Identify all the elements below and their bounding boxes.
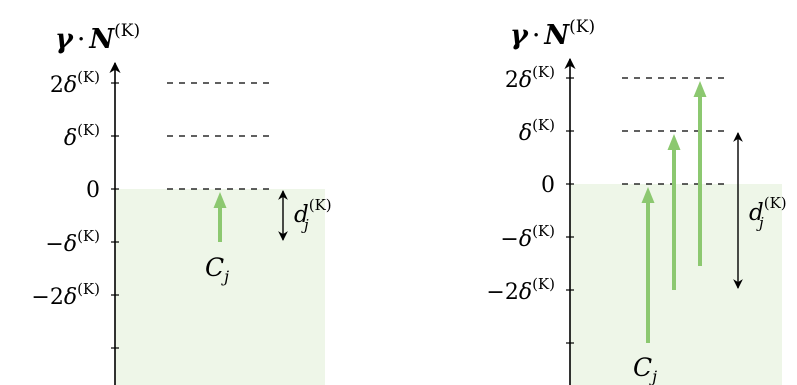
right-y-tick-labels: 2δ(K) δ(K) 0 −δ(K) −2δ(K) <box>486 63 555 305</box>
left-tick-label-0: 2δ(K) <box>50 68 100 98</box>
right-distance-label: d(K)j <box>749 194 787 232</box>
left-tick-label-3: −δ(K) <box>45 227 100 257</box>
right-green-arrow-2 <box>667 134 681 290</box>
right-axis-title: γ·N(K) <box>510 17 595 51</box>
left-distance-label: d(K)j <box>294 196 332 234</box>
right-green-arrow-3 <box>693 81 707 266</box>
right-tick-label-2: 0 <box>541 173 555 198</box>
left-green-arrow <box>213 192 227 242</box>
right-tick-label-0: 2δ(K) <box>505 63 555 93</box>
left-y-ticks <box>111 82 119 349</box>
left-panel: γ·N(K) 2δ(K) δ(K) 0 −δ(K) −2δ(K) <box>31 21 332 385</box>
right-tick-label-4: −2δ(K) <box>486 275 555 305</box>
left-tick-label-1: δ(K) <box>64 121 100 151</box>
right-arrow-label: Cj <box>633 353 657 385</box>
right-y-ticks <box>566 77 574 344</box>
left-tick-label-4: −2δ(K) <box>31 280 100 310</box>
right-green-arrow-1 <box>641 187 655 343</box>
left-axis-title: γ·N(K) <box>55 21 140 55</box>
right-panel: γ·N(K) 2δ(K) δ(K) 0 −δ(K) −2δ(K) <box>486 17 787 385</box>
left-arrow-label: Cj <box>205 253 229 286</box>
left-y-tick-labels: 2δ(K) δ(K) 0 −δ(K) −2δ(K) <box>31 68 100 310</box>
left-dashed-levels <box>167 82 272 190</box>
left-tick-label-2: 0 <box>86 178 100 203</box>
right-tick-label-1: δ(K) <box>519 116 555 146</box>
right-tick-label-3: −δ(K) <box>500 222 555 252</box>
